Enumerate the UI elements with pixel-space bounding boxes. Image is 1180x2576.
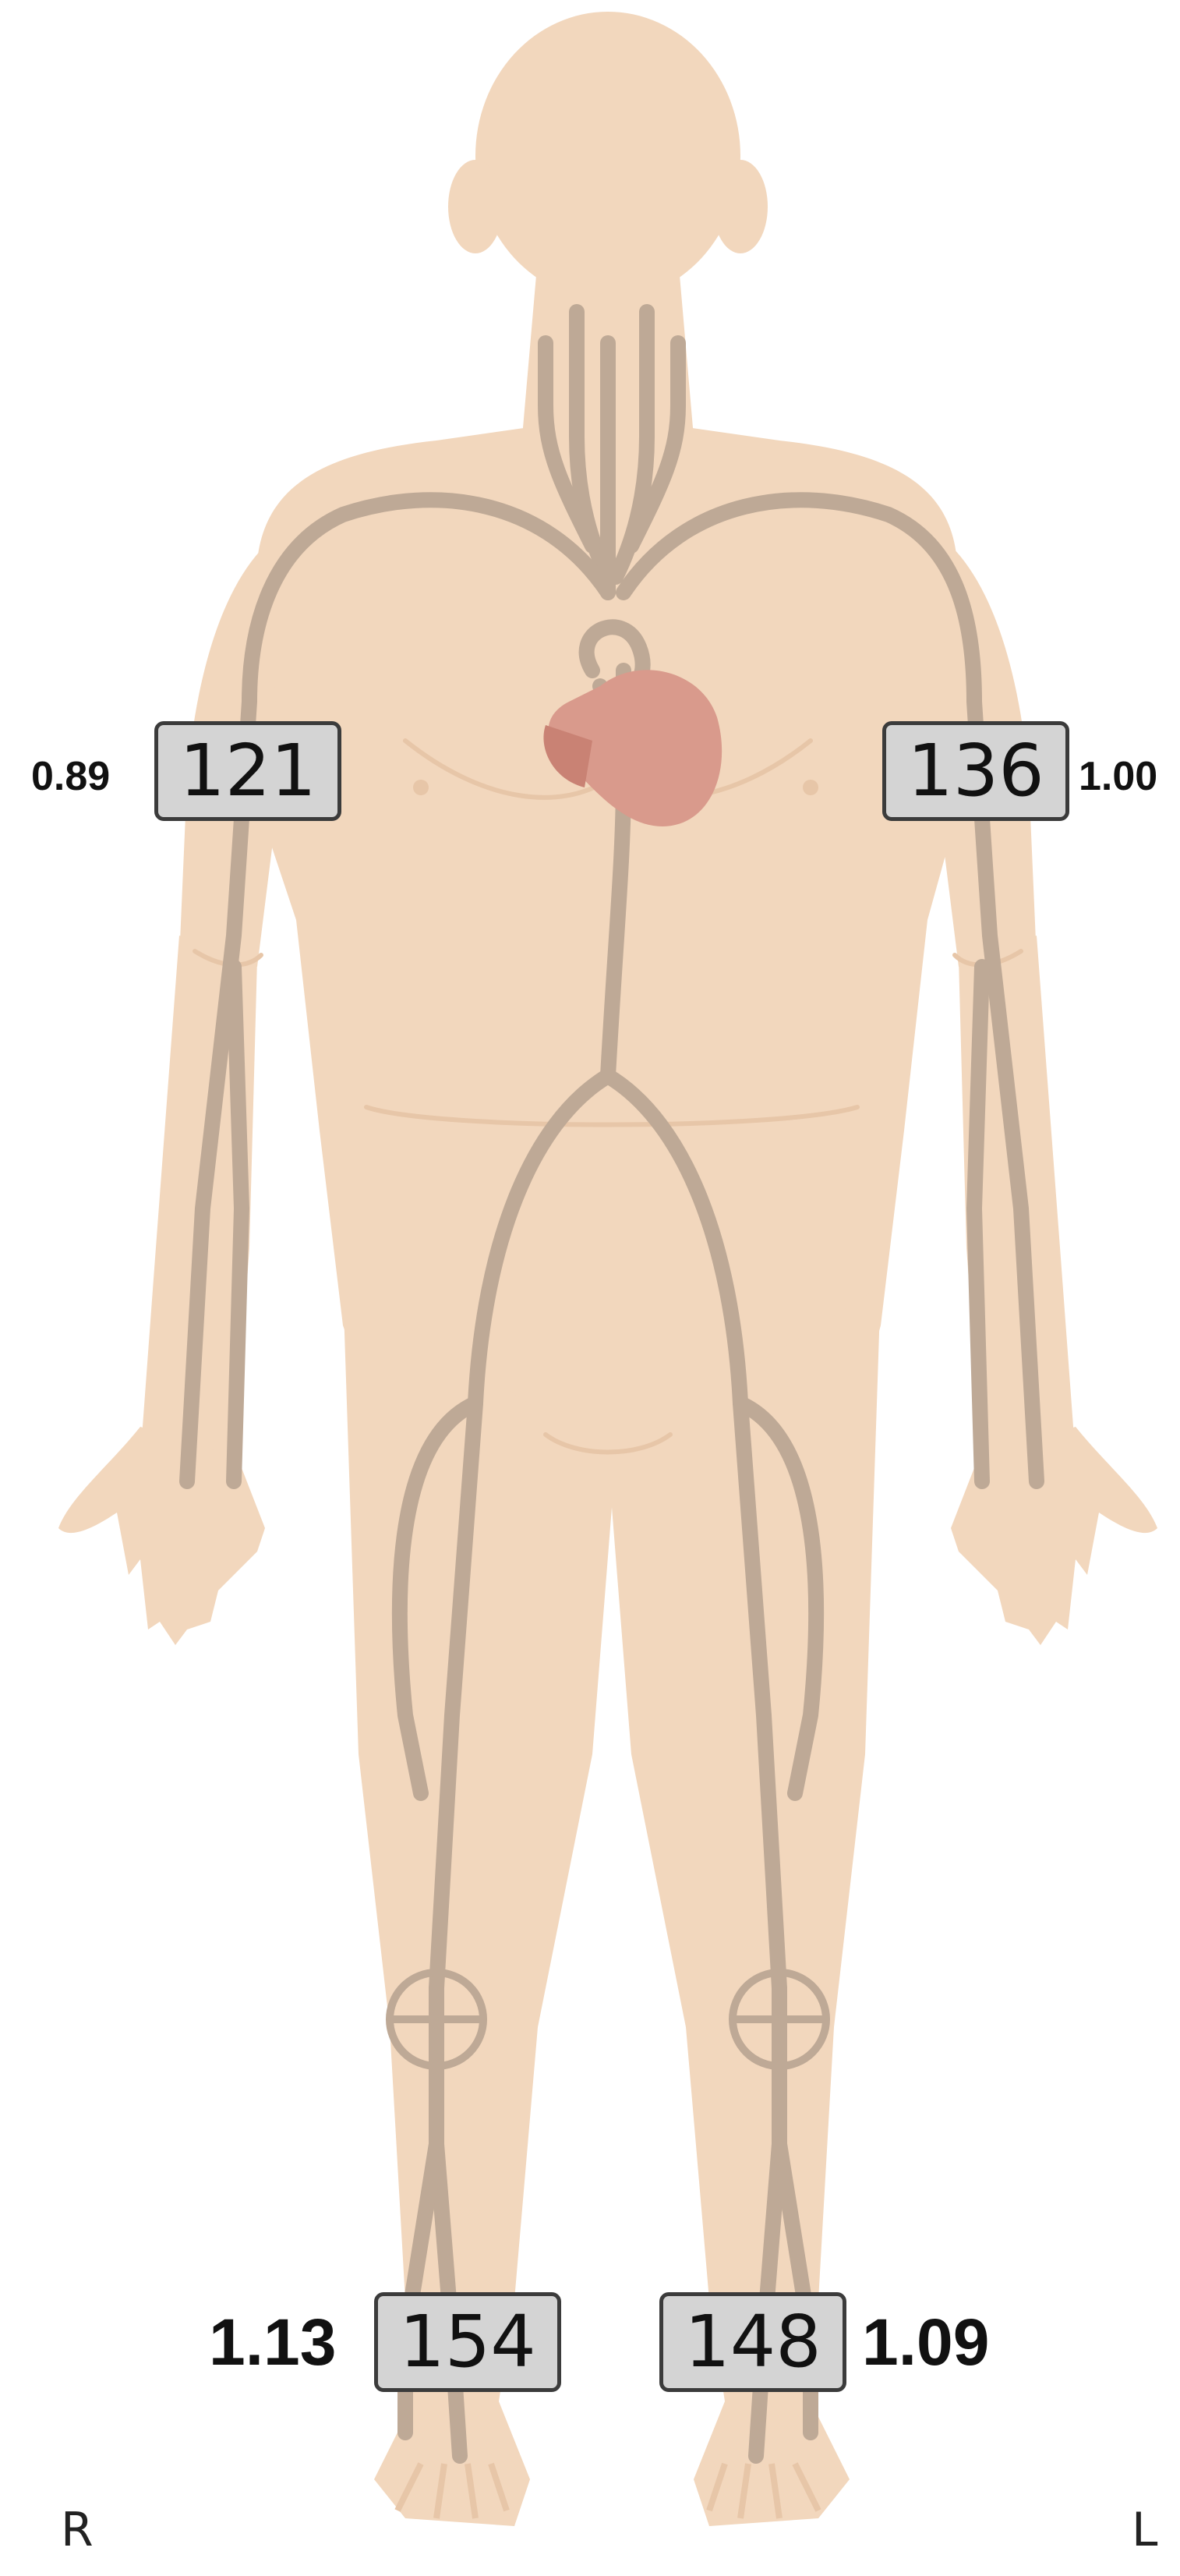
left-arm-pressure: 136 [882,721,1069,821]
right-forearm-artery [234,967,242,1481]
left-arm-index: 1.00 [1079,756,1157,797]
right-side-label: R [61,2507,94,2553]
left-forearm-artery [974,967,982,1481]
right-arm-pressure: 121 [154,721,341,821]
left-side-label: L [1132,2507,1157,2553]
left-ankle-pressure: 148 [659,2292,846,2392]
left-nipple [803,780,818,795]
right-nipple [413,780,429,795]
left-ankle-index: 1.09 [862,2309,990,2375]
right-ankle-index: 1.13 [209,2309,337,2375]
right-ankle-pressure: 154 [374,2292,561,2392]
right-arm-index: 0.89 [31,756,110,797]
